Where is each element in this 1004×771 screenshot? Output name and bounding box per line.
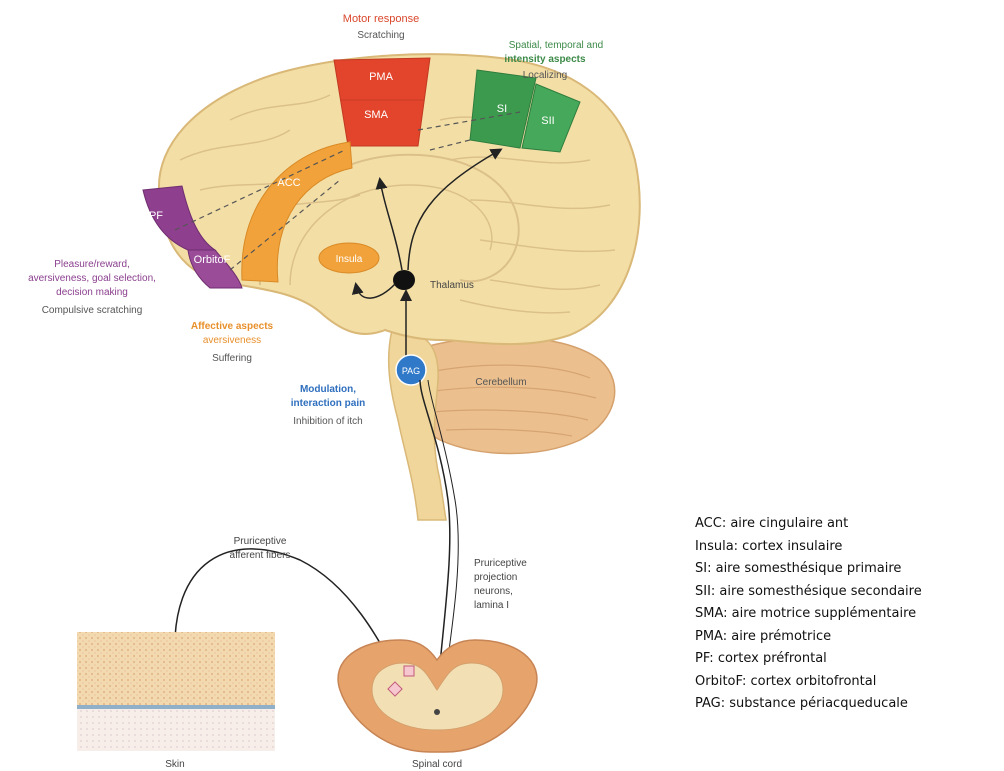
sii-label: SII bbox=[541, 115, 554, 127]
si-label: SI bbox=[497, 103, 507, 115]
scratching-label: Scratching bbox=[357, 30, 404, 41]
pleasure-label-line3: decision making bbox=[56, 287, 128, 298]
legend-item-pag: PAG: substance périacqueducale bbox=[695, 693, 1004, 716]
suffering-label: Suffering bbox=[212, 353, 252, 364]
afferent-label-line1: Pruriceptive bbox=[234, 536, 287, 547]
afferent-label-line2: afferent fibers bbox=[230, 550, 291, 561]
pag-label: PAG bbox=[402, 366, 420, 376]
projection-label-line3: neurons, bbox=[474, 586, 513, 597]
spatial-label-line1: Spatial, temporal and bbox=[509, 40, 604, 51]
legend-item-pf: PF: cortex préfrontal bbox=[695, 648, 1004, 671]
projection-label-line4: lamina I bbox=[474, 600, 509, 611]
legend-item-sma: SMA: aire motrice supplémentaire bbox=[695, 603, 1004, 626]
inhibition-label: Inhibition of itch bbox=[293, 416, 363, 427]
pma-label: PMA bbox=[369, 71, 394, 83]
pleasure-label-line1: Pleasure/reward, bbox=[54, 259, 130, 270]
pf-label: PF bbox=[149, 210, 163, 222]
affective-label-line2: aversiveness bbox=[203, 335, 261, 346]
pleasure-label-line2: aversiveness, goal selection, bbox=[28, 273, 156, 284]
skin-tissue bbox=[77, 632, 275, 705]
affective-label-line1: Affective aspects bbox=[191, 321, 274, 332]
sma-label: SMA bbox=[364, 109, 389, 121]
legend-item-pma: PMA: aire prémotrice bbox=[695, 626, 1004, 649]
abbreviation-legend: ACC: aire cingulaire ant Insula: cortex … bbox=[695, 513, 1004, 716]
spatial-label-line2: intensity aspects bbox=[504, 54, 586, 65]
cerebellum-label: Cerebellum bbox=[475, 377, 526, 388]
motor-response-label: Motor response bbox=[343, 13, 419, 25]
legend-item-orbitof: OrbitoF: cortex orbitofrontal bbox=[695, 671, 1004, 694]
spinal-cord-label: Spinal cord bbox=[412, 759, 462, 770]
modulation-label-line2: interaction pain bbox=[291, 398, 365, 409]
skin-label: Skin bbox=[165, 759, 184, 770]
compulsive-label: Compulsive scratching bbox=[42, 305, 143, 316]
legend-item-sii: SII: aire somesthésique secondaire bbox=[695, 581, 1004, 604]
acc-label: ACC bbox=[277, 177, 300, 189]
localizing-label: Localizing bbox=[523, 70, 567, 81]
thalamus-node bbox=[393, 270, 415, 290]
projection-label-line2: projection bbox=[474, 572, 517, 583]
thalamus-label: Thalamus bbox=[430, 280, 474, 291]
legend-item-si: SI: aire somesthésique primaire bbox=[695, 558, 1004, 581]
projection-label-line1: Pruriceptive bbox=[474, 558, 527, 569]
insula-label: Insula bbox=[336, 254, 363, 265]
modulation-label-line1: Modulation, bbox=[300, 384, 356, 395]
legend-item-acc: ACC: aire cingulaire ant bbox=[695, 513, 1004, 536]
orbitof-label: OrbitoF bbox=[194, 254, 231, 266]
legend-item-insula: Insula: cortex insulaire bbox=[695, 536, 1004, 559]
